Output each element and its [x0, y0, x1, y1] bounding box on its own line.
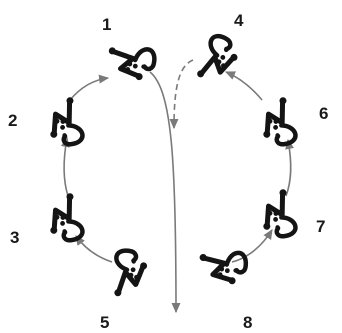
arrow-4-to-8 [169, 59, 194, 130]
position-label-8: 8 [243, 313, 252, 332]
transition-arrows [60, 59, 295, 314]
arrow-6-to-4 [224, 71, 263, 101]
position-label-3: 3 [10, 228, 19, 247]
arrow-7-to-6 [285, 138, 295, 197]
pose-figure-8 [199, 244, 251, 291]
position-label-5: 5 [100, 313, 109, 332]
arrow-2-to-1 [69, 74, 110, 101]
pose-figure-1 [108, 40, 158, 84]
pose-figure-3 [39, 192, 92, 248]
arrow-1-to-5 [149, 71, 181, 314]
pose-figure-5 [107, 247, 151, 297]
arrow-3-to-2 [60, 136, 70, 197]
position-label-1: 1 [102, 15, 111, 34]
position-label-7: 7 [316, 217, 325, 236]
arrow-8-to-7 [231, 229, 273, 263]
pose-figure-2 [39, 96, 92, 152]
pose-figures [39, 34, 305, 297]
position-label-2: 2 [8, 111, 17, 130]
position-label-4: 4 [234, 11, 244, 30]
pose-figure-7 [252, 188, 305, 244]
position-labels: 1 2 3 4 5 6 7 8 [8, 11, 328, 332]
position-label-6: 6 [319, 104, 328, 123]
arrow-5-to-3 [75, 235, 113, 263]
pose-figure-6 [252, 96, 305, 152]
